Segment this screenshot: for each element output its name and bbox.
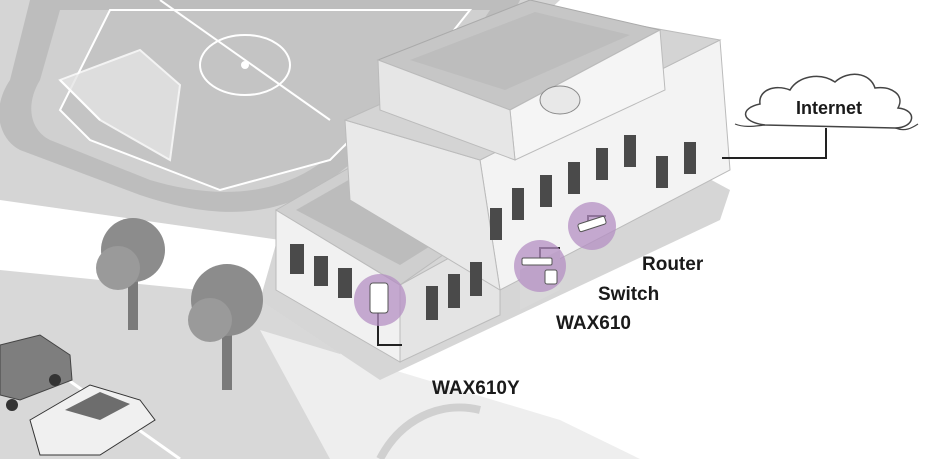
internet-label: Internet — [796, 98, 862, 119]
wax610-label: WAX610 — [556, 313, 631, 335]
wax610y-label: WAX610Y — [432, 378, 520, 400]
wax610-device-icon — [545, 270, 557, 284]
wax610y-device-icon — [370, 283, 388, 313]
switch-device-icon — [522, 258, 552, 265]
router-label: Router — [642, 254, 703, 276]
switch-label: Switch — [598, 284, 659, 306]
switch-wax610-highlight — [514, 240, 566, 292]
